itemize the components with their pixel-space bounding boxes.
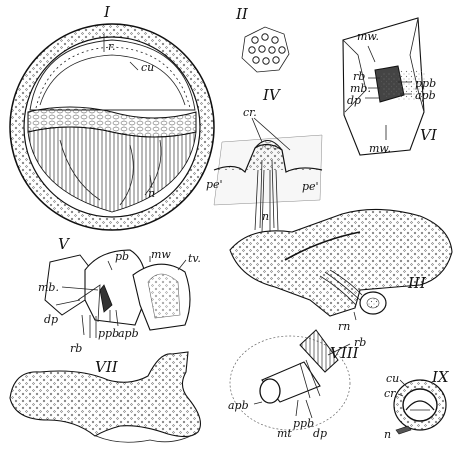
- label-rb-vi: rb: [353, 70, 365, 83]
- label-rn: rn: [338, 320, 350, 333]
- figure-v-numeral: V: [58, 235, 71, 253]
- label-cu-ix: cu: [386, 372, 399, 385]
- label-ppb-vi: ppb: [415, 77, 436, 90]
- label-cu: cu: [141, 61, 154, 74]
- figure-viii-numeral: VIII: [330, 344, 360, 362]
- figure-v: V pb mw tv. mb. dp rb ppb apb: [38, 235, 201, 355]
- label-mw-v: mw: [151, 248, 171, 261]
- label-n: n: [148, 187, 155, 200]
- label-rb-viii: rb: [354, 336, 366, 349]
- label-pe-left: pe': [206, 178, 223, 191]
- label-apb-viii: apb: [228, 399, 249, 412]
- label-mw-top: mw.: [357, 30, 379, 43]
- figure-vi-numeral: VI: [420, 126, 438, 144]
- figure-i-numeral: I: [103, 3, 111, 21]
- label-cr-ix: cr.: [384, 387, 398, 400]
- label-r: r.: [108, 40, 116, 53]
- figure-ii: II: [235, 5, 290, 73]
- label-rb-v: rb: [70, 342, 82, 355]
- figure-viii: VIII rb apb ppb mt dp: [228, 329, 366, 440]
- figure-iii: III rn: [229, 208, 453, 333]
- label-ppb-viii: ppb: [293, 417, 314, 430]
- figure-iii-numeral: III: [407, 274, 427, 292]
- figure-ix: IX cu cr. n: [384, 368, 450, 441]
- label-pe-right: pe': [302, 180, 319, 193]
- label-pb: pb: [115, 250, 129, 263]
- label-mb-vi: mb.: [350, 82, 371, 95]
- label-n-iv: n: [262, 210, 269, 223]
- figure-vi: mw. rb mb. dp ppb apb mw. VI: [342, 17, 438, 156]
- figure-vii-numeral: VII: [95, 358, 119, 376]
- label-dp-viii: dp: [313, 427, 327, 440]
- figure-ix-numeral: IX: [431, 368, 450, 386]
- figure-i: I r. cu n: [9, 3, 215, 231]
- label-n-ix: n: [384, 428, 391, 441]
- label-ppb-v: ppb: [98, 327, 119, 340]
- label-dp-v: dp: [44, 313, 58, 326]
- label-mb-v: mb.: [38, 281, 59, 294]
- figure-iv-numeral: IV: [262, 86, 282, 104]
- label-dp-vi: dp: [347, 94, 361, 107]
- figure-vii: VII: [9, 351, 201, 443]
- figure-iv: IV cr. pe' n pe': [206, 86, 323, 233]
- label-cr: cr.: [243, 106, 257, 119]
- label-mw-bottom: mw.: [369, 142, 391, 155]
- label-apb-v: apb: [118, 327, 139, 340]
- figure-ii-numeral: II: [235, 5, 249, 23]
- label-apb-vi: apb: [415, 89, 436, 102]
- label-mt: mt: [277, 427, 292, 440]
- label-tv: tv.: [188, 252, 201, 265]
